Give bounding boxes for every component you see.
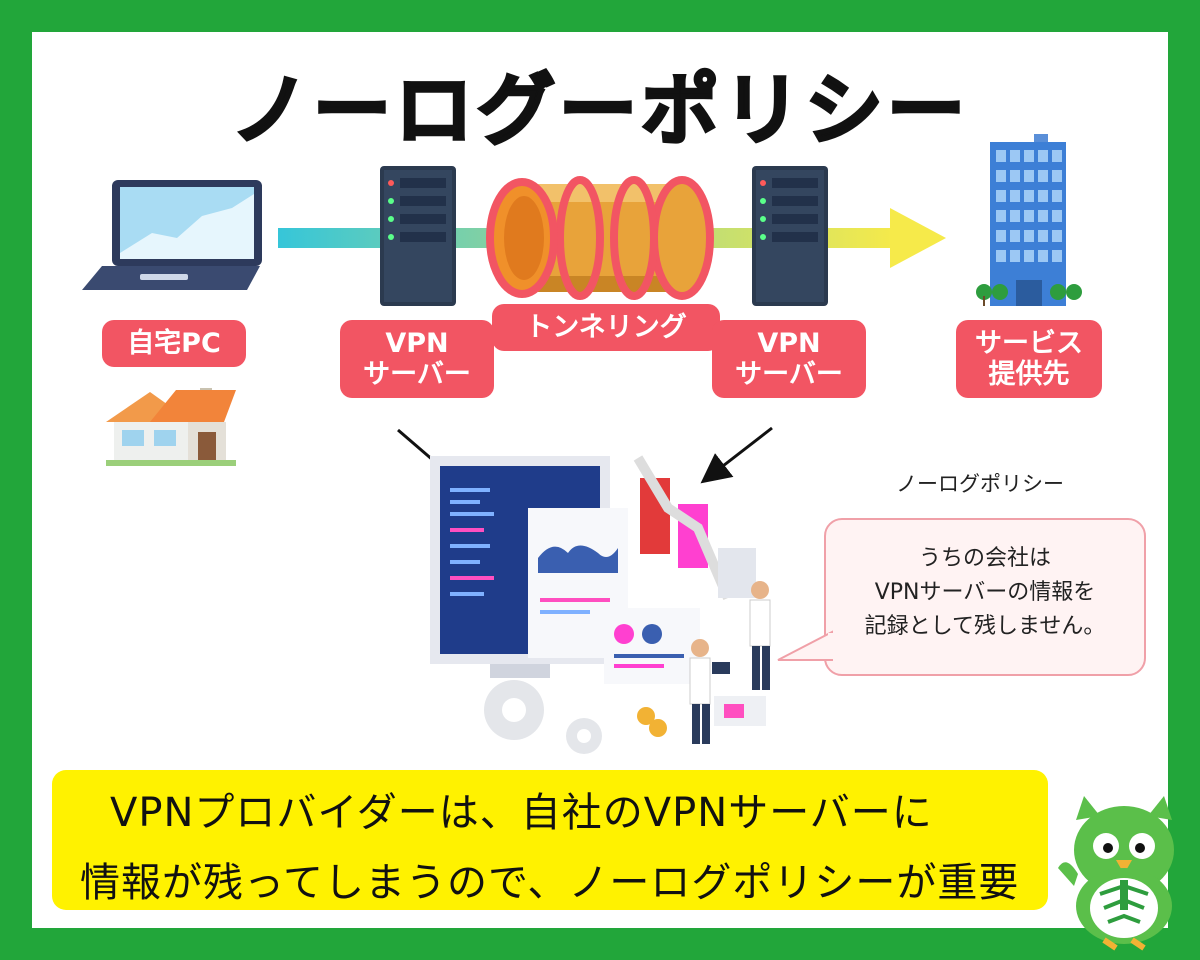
page-title: ノーログーポリシー [229, 65, 969, 158]
label-service-provider: サービス 提供先 [956, 320, 1102, 399]
summary-line-2: 情報が残ってしまうので、ノーログポリシーが重要 [80, 860, 1020, 906]
speech-line: うちの会社は [918, 546, 1051, 571]
laptop-icon [82, 180, 262, 290]
label-vpn-server-left: VPN サーバー [340, 320, 494, 399]
label-vpn-server-right: VPN サーバー [712, 320, 866, 399]
data-analysis-illustration [430, 455, 771, 754]
label-tunneling: トンネリング [492, 304, 720, 352]
server-icon-right [752, 166, 828, 306]
building-icon [976, 134, 1082, 306]
server-icon-left [380, 166, 456, 306]
house-icon [106, 388, 236, 466]
speech-line: VPNサーバーの情報を [874, 580, 1096, 606]
mascot-icon [1058, 796, 1174, 951]
summary-highlight [52, 770, 1048, 910]
speech-bubble: うちの会社は VPNサーバーの情報を 記録として残しません。 [824, 518, 1146, 676]
speech-bubble-tail [777, 630, 834, 661]
summary-line-1: VPNプロバイダーは、自社のVPNサーバーに [110, 790, 933, 836]
speech-caption: ノーログポリシー [896, 472, 1064, 496]
label-home-pc: 自宅PC [102, 320, 246, 368]
tunnel-icon [486, 176, 714, 300]
speech-line: 記録として残しません。 [864, 614, 1106, 640]
